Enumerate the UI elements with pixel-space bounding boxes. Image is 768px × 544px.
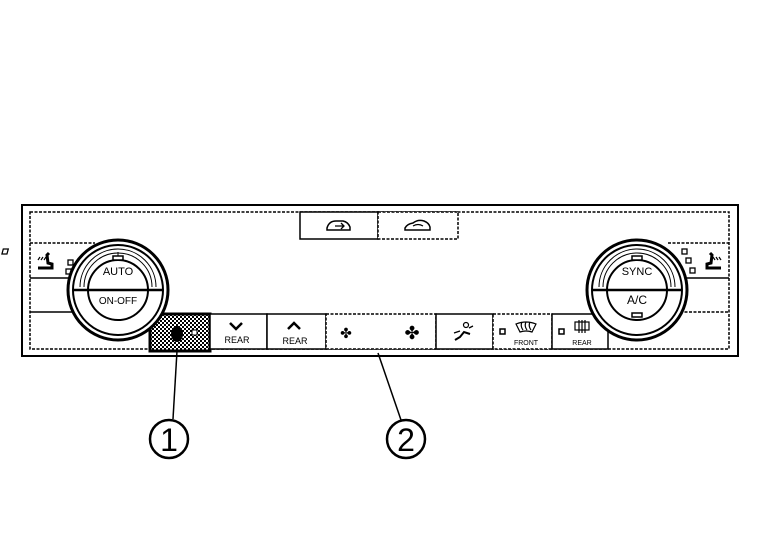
fan-high-icon: ✤ bbox=[404, 323, 419, 343]
right-seat-heater-button[interactable] bbox=[681, 248, 722, 274]
rear-down-label: REAR bbox=[224, 335, 250, 345]
callout-1-number: 1 bbox=[160, 422, 178, 458]
seat-heater-icon bbox=[705, 251, 722, 270]
callout-2: 2 bbox=[377, 352, 427, 460]
right-temperature-knob[interactable]: SYNC A/C bbox=[585, 238, 689, 342]
rear-temp-up-button[interactable]: REAR bbox=[266, 313, 327, 350]
indicator-light bbox=[558, 328, 565, 335]
ac-button-label[interactable]: A/C bbox=[627, 293, 647, 307]
on-off-button-label[interactable]: ON-OFF bbox=[99, 296, 137, 307]
callout-2-number: 2 bbox=[397, 422, 415, 458]
vent-mode-button[interactable] bbox=[435, 313, 494, 350]
rear-temp-down-button[interactable]: REAR bbox=[209, 313, 268, 350]
rear-defrost-label: REAR bbox=[572, 340, 591, 347]
fan-low-icon: ✤ bbox=[340, 325, 352, 341]
front-defrost-icon bbox=[515, 321, 537, 333]
seat-heater-icon bbox=[37, 251, 54, 270]
callout-1: 1 bbox=[148, 350, 190, 460]
rear-fan-button[interactable] bbox=[148, 312, 212, 353]
rear-fan-icon bbox=[171, 326, 198, 342]
recirculation-button[interactable] bbox=[377, 211, 459, 240]
chevron-down-icon bbox=[229, 322, 243, 331]
auto-button-label[interactable]: AUTO bbox=[103, 266, 134, 278]
seat-heater-level-indicators bbox=[681, 248, 696, 274]
fan-speed-button[interactable]: ✤ ✤ bbox=[325, 313, 437, 350]
vent-mode-icon bbox=[453, 321, 474, 341]
recirculation-icon bbox=[404, 219, 431, 231]
indicator-light bbox=[631, 255, 643, 261]
left-temperature-knob[interactable]: AUTO ON-OFF bbox=[66, 238, 170, 342]
indicator-light bbox=[631, 312, 643, 318]
fresh-air-icon bbox=[326, 220, 351, 231]
front-defrost-label: FRONT bbox=[514, 340, 539, 347]
rear-up-label: REAR bbox=[282, 336, 308, 346]
sync-button-label[interactable]: SYNC bbox=[622, 266, 653, 278]
chevron-up-icon bbox=[287, 321, 301, 330]
front-defrost-button[interactable]: FRONT bbox=[492, 313, 553, 350]
rear-defrost-icon bbox=[574, 320, 590, 333]
fresh-air-button[interactable] bbox=[299, 211, 379, 240]
bottom-button-row: REAR REAR ✤ ✤ FRONT bbox=[148, 312, 609, 353]
indicator-light bbox=[112, 255, 124, 261]
indicator-light bbox=[499, 328, 506, 335]
